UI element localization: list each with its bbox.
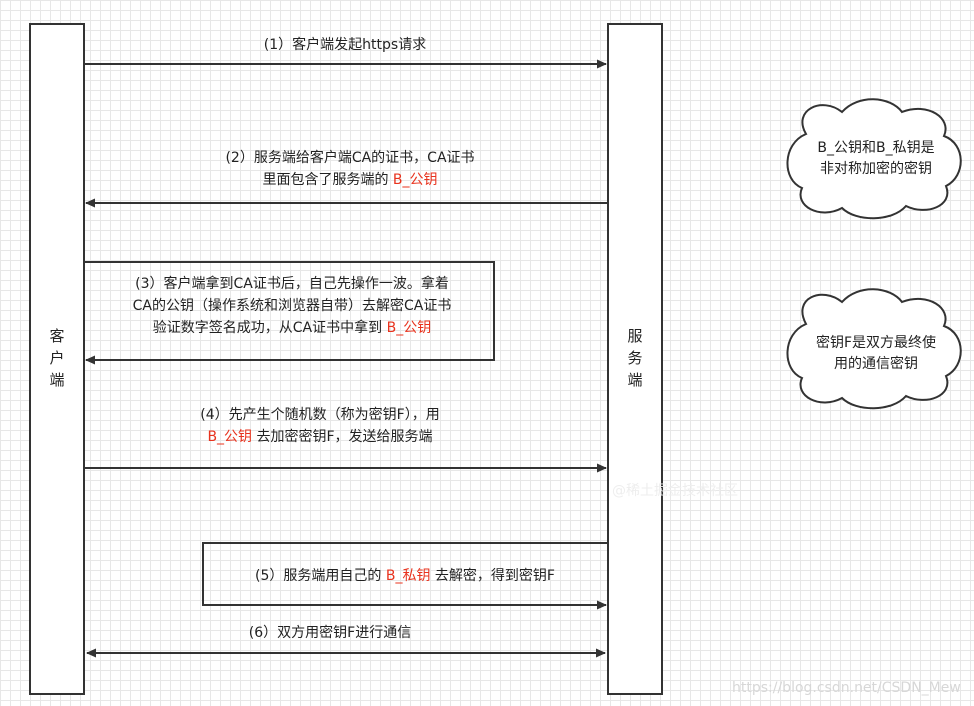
server-lifeline-label: 服 务 端: [627, 327, 643, 389]
cloud-note-2-text: 密钥F是双方最终使 用的通信密钥: [815, 335, 937, 372]
message-4-key-highlight: B_公钥: [207, 429, 253, 445]
message-5-self-loop: [202, 542, 607, 610]
message-5-key-highlight: B_私钥: [385, 568, 431, 584]
server-lifeline-box: [607, 23, 663, 695]
message-3-label: (3）客户端拿到CA证书后，自己先操作一波。拿着 CA的公钥（操作系统和浏览器自…: [132, 276, 452, 336]
message-6-label: (6）双方用密钥F进行通信: [248, 625, 412, 641]
message-2-label: (2）服务端给客户端CA的证书，CA证书 里面包含了服务端的 B_公钥: [225, 150, 475, 188]
message-5-label: (5）服务端用自己的 B_私钥 去解密，得到密钥F: [255, 568, 555, 584]
message-4-label: (4）先产生个随机数（称为密钥F），用 B_公钥 去加密密钥F，发送给服务端: [200, 407, 440, 445]
cloud-note-2-shape: [786, 288, 962, 410]
message-2-key-highlight: B_公钥: [392, 172, 438, 188]
message-1-label: (1）客户端发起https请求: [263, 37, 427, 53]
client-lifeline-label: 客 户 端: [49, 327, 65, 389]
cloud-note-1-text: B_公钥和B_私钥是 非对称加密的密钥: [817, 140, 935, 177]
csdn-watermark: https://blog.csdn.net/CSDN_Mew: [732, 680, 961, 696]
cloud-note-1-shape: [786, 98, 962, 220]
client-lifeline-box: [29, 23, 85, 695]
message-3-key-highlight: B_公钥: [386, 320, 432, 336]
faint-watermark: @稀土掘金技术社区: [612, 483, 738, 499]
message-3-self-loop: [85, 261, 495, 365]
